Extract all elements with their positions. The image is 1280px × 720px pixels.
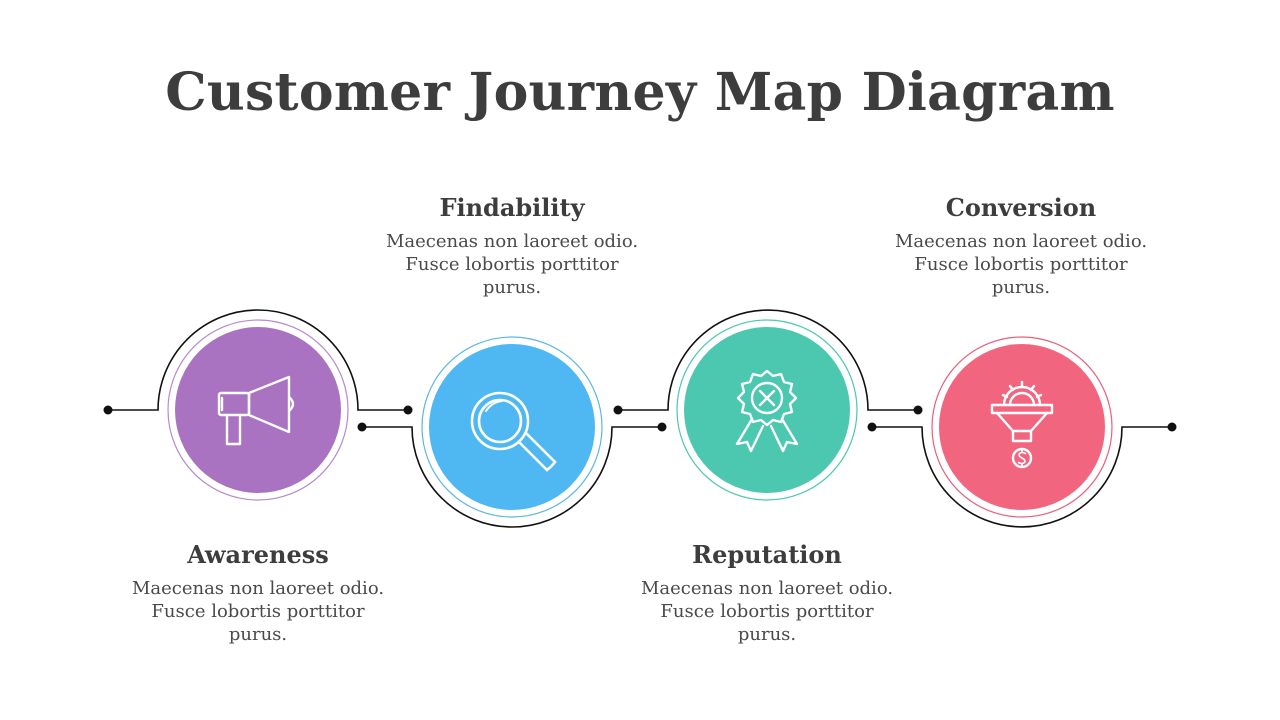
description-line: Fusce lobortis porttitor [151,601,365,622]
funnel-dollar-icon [990,380,1054,469]
stage-description: Maecenas non laoreet odio. Fusce loborti… [362,230,662,299]
stage-title: Awareness [187,540,329,569]
description-line: Maecenas non laoreet odio. [640,578,894,599]
connector-dot [613,405,623,415]
stage-conversion-node [931,336,1113,518]
description-line: purus. [228,624,288,645]
megaphone-icon [217,375,295,446]
stage-description: Maecenas non laoreet odio. Fusce loborti… [617,577,917,646]
connector-dot [657,422,667,432]
connector-lines [108,309,1172,528]
stage-title: Findability [439,193,585,222]
description-line: purus. [991,277,1051,298]
connector-lower-1 [362,426,662,528]
stage-outer-ring [931,336,1113,518]
stage-conversion-text: Conversion Maecenas non laoreet odio. Fu… [871,193,1171,299]
magnifier-icon [470,391,557,472]
page-title: Customer Journey Map Diagram [165,62,1115,123]
connector-upper-1 [108,309,408,411]
description-line: Maecenas non laoreet odio. [894,231,1148,252]
stage-circle [939,344,1105,510]
connector-dot [913,405,923,415]
connector-lower-2 [872,426,1172,528]
connector-dot [1167,422,1177,432]
stage-findability-node [421,336,603,518]
connector-dot [867,422,877,432]
description-line: purus. [737,624,797,645]
connector-dot [403,405,413,415]
stage-reputation-node [676,319,858,501]
award-ribbon-icon [735,369,799,453]
description-line: Fusce lobortis porttitor [405,254,619,275]
stage-awareness-text: Awareness Maecenas non laoreet odio. Fus… [108,540,408,646]
connector-dot [357,422,367,432]
connector-dot [103,405,113,415]
stage-circle [429,344,595,510]
stage-circle [175,327,341,493]
stage-description: Maecenas non laoreet odio. Fusce loborti… [871,230,1171,299]
description-line: Maecenas non laoreet odio. [385,231,639,252]
description-line: Maecenas non laoreet odio. [131,578,385,599]
description-line: Fusce lobortis porttitor [914,254,1128,275]
stage-title: Conversion [945,193,1097,222]
connector-upper-2 [618,309,918,411]
stage-findability-text: Findability Maecenas non laoreet odio. F… [362,193,662,299]
description-line: Fusce lobortis porttitor [660,601,874,622]
stage-circle [684,327,850,493]
stage-outer-ring [676,319,858,501]
stage-title: Reputation [692,540,842,569]
stage-reputation-text: Reputation Maecenas non laoreet odio. Fu… [617,540,917,646]
stage-awareness-node [167,319,349,501]
connector-dots [103,405,1177,432]
stage-description: Maecenas non laoreet odio. Fusce loborti… [108,577,408,646]
stage-outer-ring [167,319,349,501]
stage-outer-ring [421,336,603,518]
description-line: purus. [482,277,542,298]
